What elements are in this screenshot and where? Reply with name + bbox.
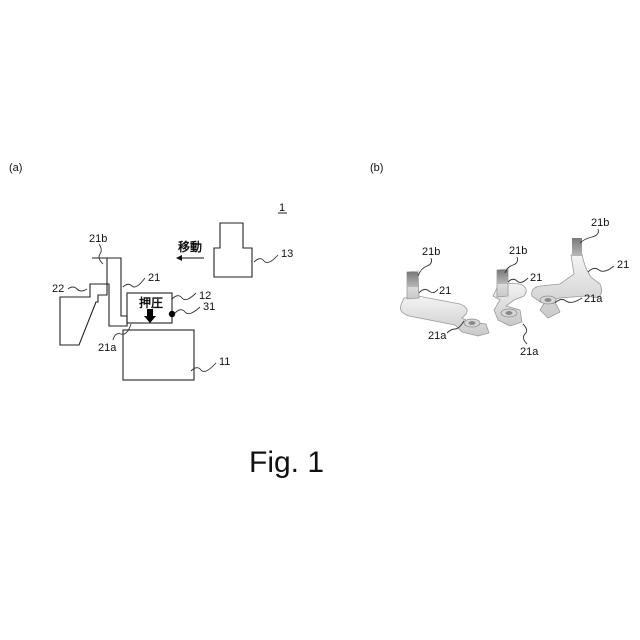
- part-22-block: [60, 284, 107, 345]
- label-b-p3-21: 21: [617, 259, 629, 271]
- terminal-1-hole-inner: [469, 321, 476, 325]
- leader-31: [175, 307, 200, 314]
- terminal-1-tip: [407, 272, 418, 287]
- terminal-1: [400, 271, 489, 336]
- label-b-p2-21a: 21a: [520, 346, 539, 358]
- label-b-p3-21b: 21b: [591, 217, 609, 229]
- label-b-p1-21b: 21b: [422, 246, 440, 258]
- figure-caption: Fig. 1: [249, 446, 324, 479]
- leader-b-p3-21b: [580, 229, 598, 243]
- panel-b: (b) 21b 21 21a: [370, 162, 629, 358]
- terminal-3-hole-inner: [545, 298, 552, 302]
- move-text: 移動: [178, 239, 202, 254]
- terminal-3-body: [532, 254, 602, 318]
- part-13-block: [214, 223, 252, 277]
- label-31: 31: [203, 301, 215, 313]
- part-11-block: [123, 330, 194, 380]
- terminal-2-tip: [497, 270, 508, 284]
- leader-11: [191, 363, 216, 371]
- panel-b-label: (b): [370, 162, 383, 174]
- label-b-p2-21: 21: [530, 272, 542, 284]
- leader-b-p1-21b: [418, 258, 432, 276]
- label-22: 22: [52, 283, 64, 295]
- figure-number: 1: [279, 202, 285, 214]
- panel-a: (a) 1 押圧 移動 21b 21 22 12 31 21: [9, 162, 293, 380]
- leader-21: [123, 278, 145, 287]
- part-31-dot: [169, 311, 175, 317]
- part-21-terminal: [92, 258, 127, 326]
- press-arrow-icon: [144, 309, 156, 323]
- leader-22: [68, 287, 87, 291]
- leader-b-p3-21: [588, 266, 614, 272]
- label-b-p1-21a: 21a: [428, 330, 447, 342]
- label-11: 11: [219, 356, 230, 368]
- leader-b-p2-21a: [523, 324, 527, 344]
- move-arrow-icon: [176, 255, 182, 261]
- terminal-2: [493, 269, 526, 326]
- label-b-p1-21: 21: [439, 285, 451, 297]
- terminal-3-tip: [572, 238, 582, 256]
- label-13: 13: [281, 248, 293, 260]
- leader-b-p2-21: [508, 278, 528, 282]
- press-text: 押圧: [139, 295, 163, 310]
- leader-21b: [99, 244, 103, 264]
- terminal-2-hole-inner: [506, 311, 513, 315]
- leader-13: [254, 255, 278, 263]
- label-21a: 21a: [98, 342, 117, 354]
- panel-a-label: (a): [9, 162, 22, 174]
- label-b-p3-21a: 21a: [584, 293, 603, 305]
- leader-b-p3-21a: [555, 298, 582, 303]
- label-21: 21: [148, 272, 160, 284]
- label-b-p2-21b: 21b: [509, 245, 527, 257]
- leader-12: [172, 293, 196, 300]
- label-21b: 21b: [89, 233, 107, 245]
- leader-b-p1-21: [419, 289, 438, 293]
